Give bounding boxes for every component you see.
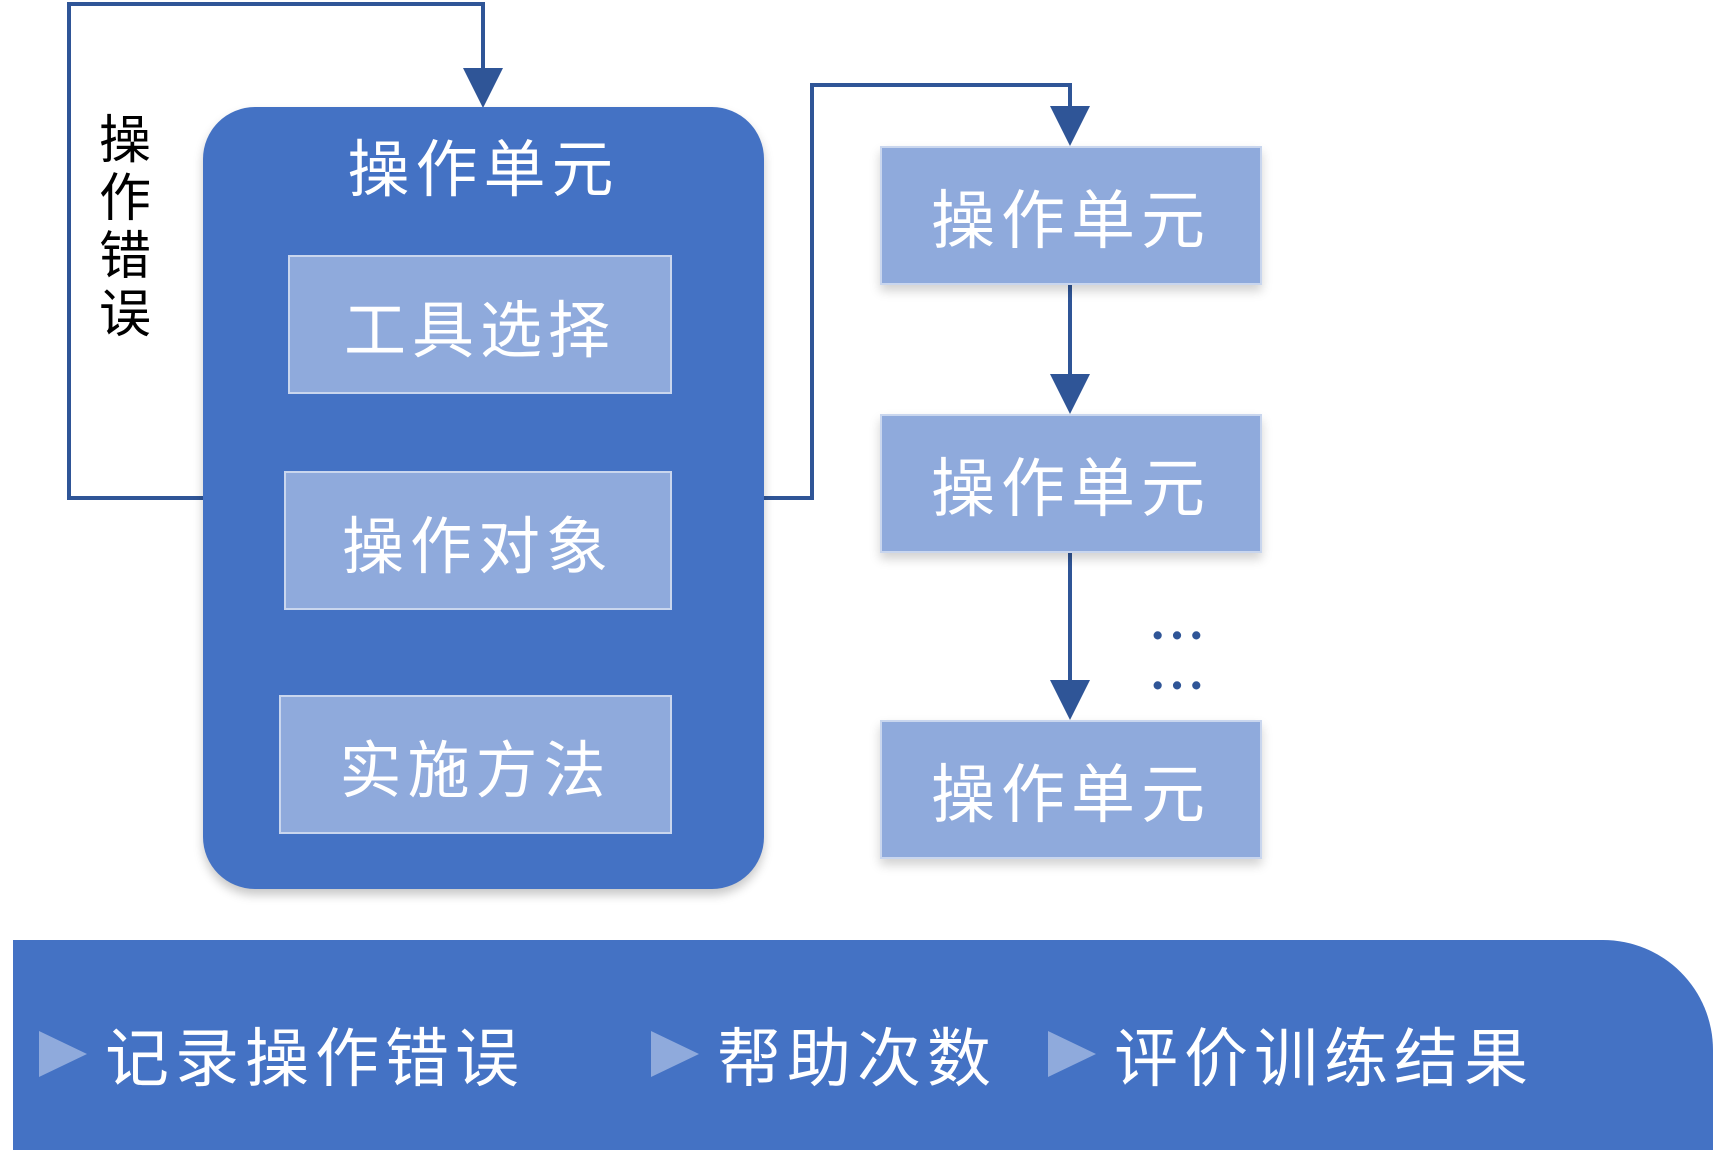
footer-item-label: 评价训练结果 — [1114, 1023, 1534, 1097]
triangle-bullet-icon — [39, 1031, 87, 1077]
triangle-bullet-icon — [651, 1031, 699, 1077]
main-operation-unit: 操作单元 工具选择 操作对象 实施方法 — [203, 107, 764, 889]
triangle-bullet-icon — [1048, 1031, 1096, 1077]
chain-unit-3: 操作单元 — [880, 720, 1262, 859]
implementation-method-box: 实施方法 — [279, 695, 672, 834]
main-unit-title: 操作单元 — [347, 133, 620, 206]
footer-item-help-count: 帮助次数 — [651, 1014, 997, 1097]
chain-unit-2: 操作单元 — [880, 414, 1262, 553]
tool-selection-box: 工具选择 — [288, 255, 672, 394]
operation-error-label: 操作错误 — [98, 111, 151, 345]
footer-item-record-errors: 记录操作错误 — [39, 1014, 525, 1097]
error-loop-connector — [67, 2, 503, 500]
main-to-chain-connector — [764, 83, 1090, 500]
ellipsis-indicator: ... ... — [1150, 599, 1208, 700]
chain-unit-1: 操作单元 — [880, 146, 1262, 285]
operation-object-box: 操作对象 — [284, 471, 672, 610]
footer-item-label: 帮助次数 — [717, 1023, 997, 1097]
footer-item-label: 记录操作错误 — [105, 1023, 525, 1097]
footer-item-evaluate-results: 评价训练结果 — [1048, 1014, 1534, 1097]
footer-banner: 记录操作错误 帮助次数 评价训练结果 — [13, 940, 1713, 1150]
